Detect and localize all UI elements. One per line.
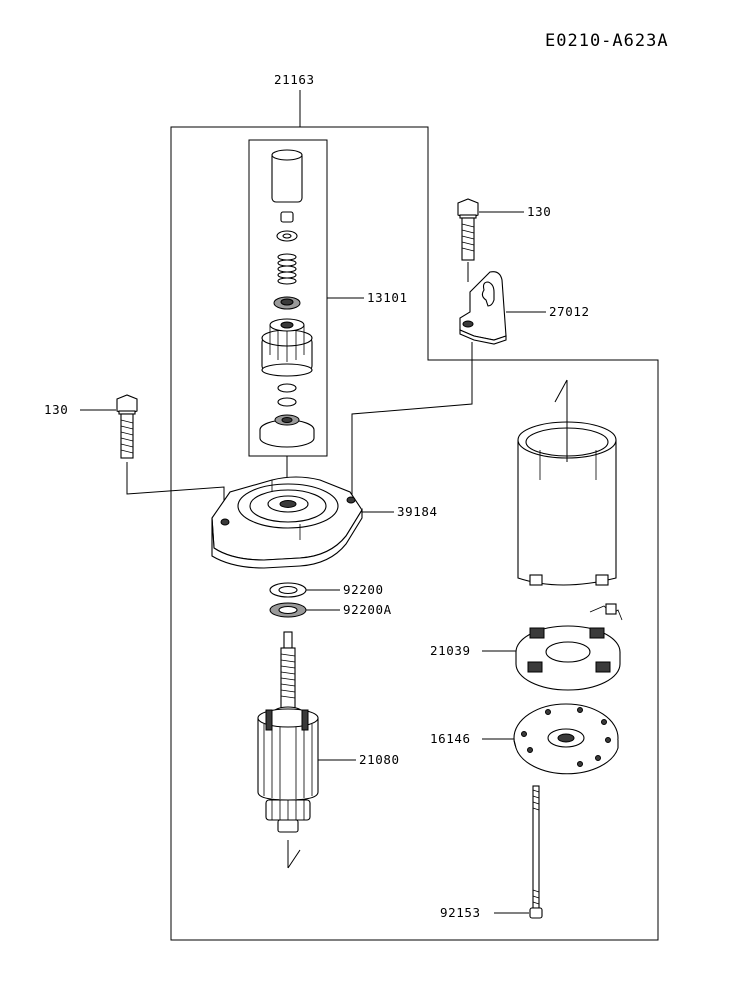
callout-21039[interactable]: 21039 — [430, 643, 471, 658]
rear-cover — [513, 703, 619, 775]
callout-92200[interactable]: 92200 — [343, 582, 384, 597]
armature-guide-tick — [287, 849, 301, 869]
bracket-guide — [351, 342, 473, 496]
callout-21080[interactable]: 21080 — [359, 752, 400, 767]
yoke-guide-tick — [554, 379, 568, 403]
retainer-nut — [280, 211, 294, 223]
stopper-cap-top — [271, 149, 303, 161]
assembly-frame — [170, 126, 659, 941]
bolt-left-guide — [126, 462, 225, 522]
callout-27012[interactable]: 27012 — [549, 304, 590, 319]
washer-b — [277, 397, 297, 407]
bracket-plate — [459, 271, 507, 345]
collar-bore — [280, 298, 294, 306]
brush-holder — [515, 603, 623, 691]
pinion-gear — [261, 318, 313, 377]
washer-small-hole — [282, 233, 292, 239]
diagram-code: E0210-A623A — [545, 31, 669, 51]
callout-21163[interactable]: 21163 — [274, 72, 315, 87]
callout-39184[interactable]: 39184 — [397, 504, 438, 519]
bolt-top — [457, 198, 479, 261]
bolt-left — [116, 394, 138, 459]
callout-92153[interactable]: 92153 — [440, 905, 481, 920]
callout-92200a[interactable]: 92200A — [343, 602, 392, 617]
callout-130-left[interactable]: 130 — [44, 402, 68, 417]
thrust-washer-92200 — [269, 582, 307, 598]
callout-13101[interactable]: 13101 — [367, 290, 408, 305]
armature — [257, 631, 319, 833]
dust-cover — [259, 414, 315, 448]
washer-a — [277, 383, 297, 393]
pinion-kit-parts — [259, 149, 315, 448]
anti-drift-spring — [277, 253, 297, 285]
callout-16146[interactable]: 16146 — [430, 731, 471, 746]
front-bracket — [211, 476, 363, 569]
through-bolt — [529, 785, 543, 919]
thrust-washer-92200a — [269, 602, 307, 618]
callout-130-top[interactable]: 130 — [527, 204, 551, 219]
